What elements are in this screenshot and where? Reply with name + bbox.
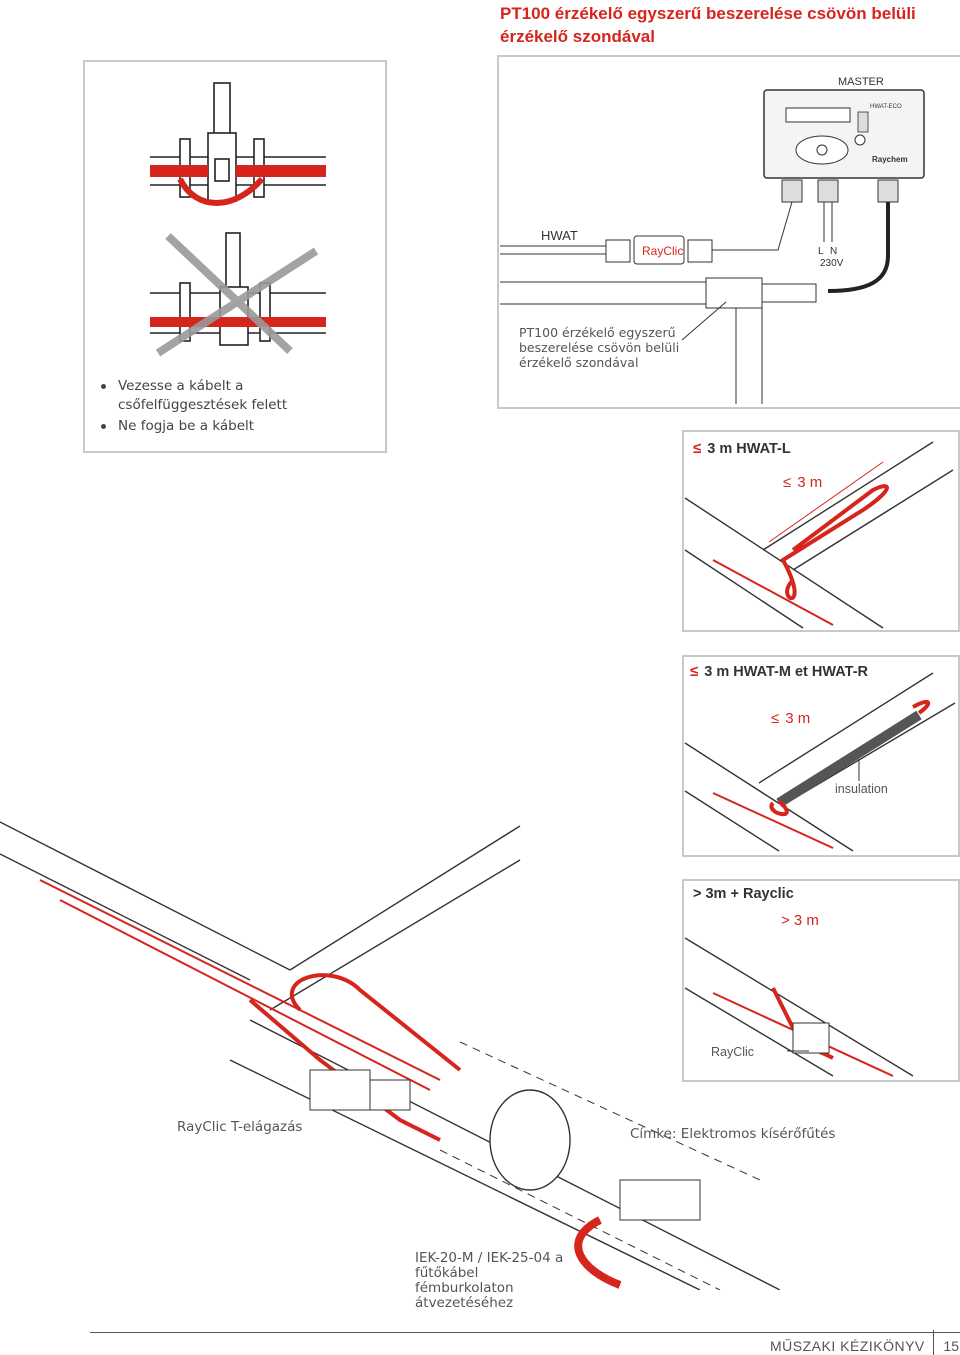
cross-mark: [155, 233, 319, 357]
footer-book-title: MŰSZAKI KÉZIKÖNYV: [770, 1338, 925, 1354]
hwat-mr-length: ≤3 m: [771, 710, 811, 727]
svg-text:N: N: [830, 246, 837, 257]
less-equal-icon: ≤: [690, 663, 699, 680]
hwat-l-illustration: [684, 441, 954, 629]
hwat-mr-heading: ≤3 m HWAT-M et HWAT-R: [690, 663, 869, 680]
hwat-mr-illustration: insulation: [684, 672, 956, 852]
controller-illustration: MASTER HWAT-ECO Raychem HWAT RayClic L N…: [500, 76, 925, 404]
less-equal-icon: ≤: [771, 710, 780, 727]
svg-text:L: L: [818, 246, 824, 257]
rayclic-label: RayClic: [711, 1045, 754, 1059]
bottom-illustration: [0, 821, 780, 1290]
page-title: PT100 érzékelő egyszerű beszerelése csöv…: [500, 4, 916, 46]
svg-text:Raychem: Raychem: [872, 155, 908, 164]
hwat-l-heading: ≤3 m HWAT-L: [693, 440, 791, 457]
less-equal-icon: ≤: [783, 474, 792, 491]
sensor-caption: PT100 érzékelő egyszerű beszerelése csöv…: [519, 325, 680, 370]
gland-caption: IEK-20-M / IEK-25-04 a fűtőkábel fémburk…: [415, 1250, 564, 1311]
incorrect-clamp-figure: [150, 232, 326, 346]
tee-caption: RayClic T-elágazás: [177, 1119, 303, 1135]
svg-text:230V: 230V: [820, 258, 844, 269]
bullet-route-over: Vezesse a kábelt a csőfelfüggesztések fe…: [98, 377, 318, 415]
label-caption: Címke: Elektromos kísérőfűtés: [630, 1126, 836, 1142]
rayclic-length: > 3 m: [781, 912, 819, 929]
page-number: 15: [933, 1330, 959, 1355]
master-label: MASTER: [838, 76, 884, 88]
bullet-no-clamp: Ne fogja be a kábelt: [98, 417, 318, 436]
clamp-illustration: [150, 82, 326, 357]
svg-text:RayClic: RayClic: [642, 244, 683, 258]
less-equal-icon: ≤: [693, 440, 702, 457]
rayclic-illustration: RayClic: [684, 937, 914, 1077]
svg-text:HWAT: HWAT: [541, 228, 578, 243]
footer-divider: [90, 1332, 960, 1333]
clamp-bullets: Vezesse a kábelt a csőfelfüggesztések fe…: [98, 377, 318, 438]
hwat-mr-panel: [682, 655, 960, 857]
insulation-label: insulation: [835, 782, 888, 796]
rayclic-heading: > 3m + Rayclic: [693, 886, 794, 902]
svg-text:HWAT-ECO: HWAT-ECO: [870, 104, 902, 110]
hwat-l-length: ≤3 m: [783, 474, 823, 491]
correct-clamp-figure: [150, 82, 326, 202]
